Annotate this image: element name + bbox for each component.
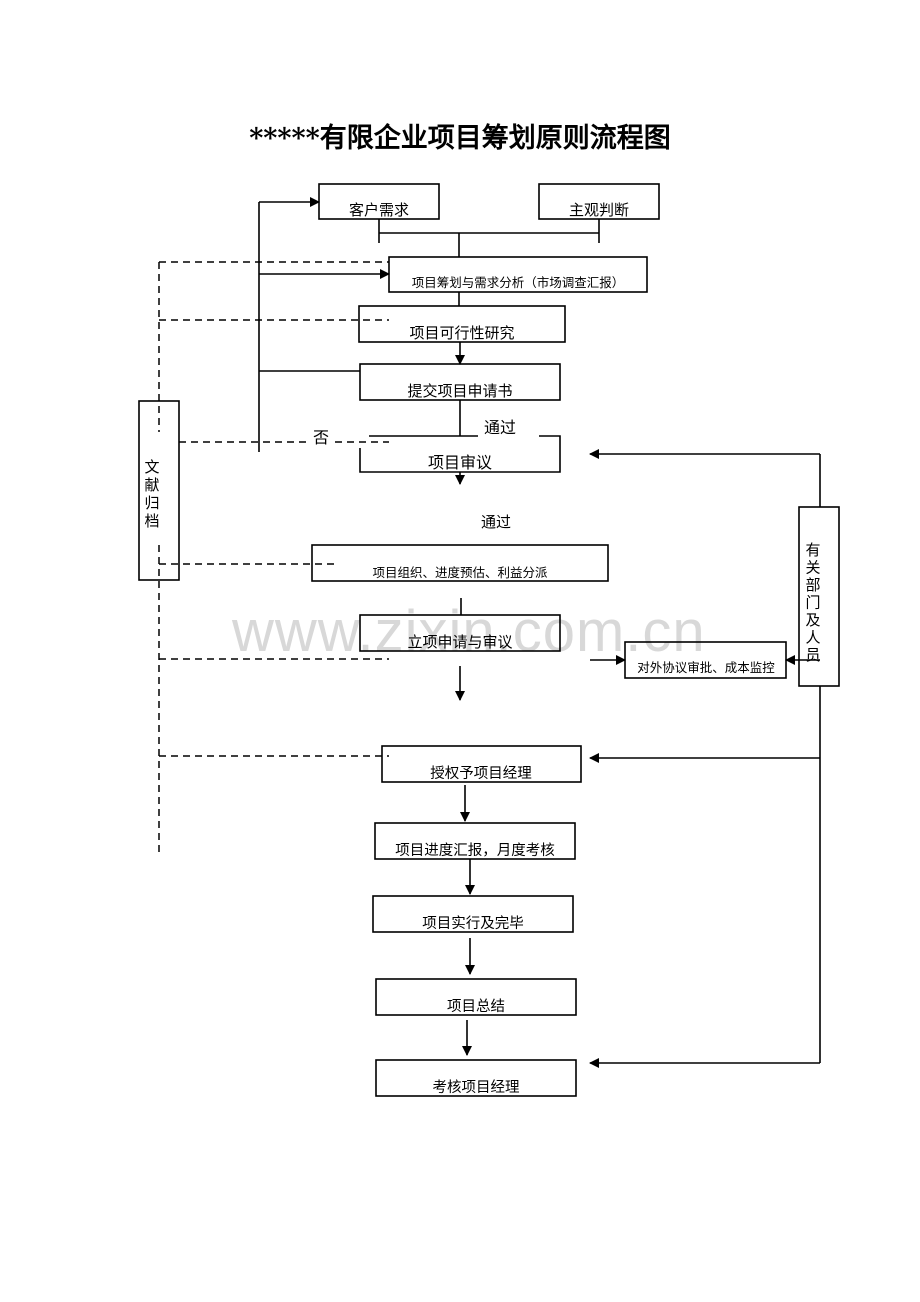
text-customer-demand: 客户需求 — [349, 201, 409, 219]
label-no: 否 — [313, 428, 329, 447]
node-summary — [375, 978, 577, 1016]
page-title: *****有限企业项目筹划原则流程图 — [249, 123, 671, 154]
node-organization — [311, 544, 609, 582]
text-summary: 项目总结 — [447, 998, 505, 1015]
vertical-char: 有 — [805, 541, 820, 559]
vertical-char: 部 — [805, 576, 820, 594]
text-feasibility: 项目可行性研究 — [409, 324, 514, 342]
vertical-char: 关 — [805, 559, 820, 577]
node-implementation — [372, 895, 574, 933]
text-authorize-pm: 授权予项目经理 — [430, 765, 532, 782]
vertical-char: 人 — [805, 629, 820, 647]
text-approval-review: 立项申请与审议 — [407, 633, 512, 651]
text-evaluate-pm: 考核项目经理 — [433, 1079, 520, 1096]
text-submit-application: 提交项目申请书 — [407, 382, 512, 400]
node-departments — [798, 506, 840, 687]
vertical-char: 门 — [805, 594, 820, 612]
label-pass-review: 通过 — [484, 418, 516, 437]
label-pass-organization: 通过 — [481, 513, 511, 531]
vertical-char: 及 — [805, 611, 820, 629]
text-departments: 有关部门及人员 — [805, 541, 820, 664]
node-progress-report — [374, 822, 576, 860]
vertical-char: 归 — [144, 494, 159, 512]
text-implementation: 项目实行及完毕 — [422, 915, 524, 932]
text-external-approval: 对外协议审批、成本监控 — [637, 660, 775, 675]
text-archive: 文献归档 — [144, 458, 159, 530]
text-progress-report: 项目进度汇报，月度考核 — [395, 842, 555, 859]
node-feasibility — [358, 305, 566, 343]
vertical-char: 员 — [805, 646, 820, 664]
node-approval-review — [359, 614, 561, 652]
vertical-char: 文 — [144, 458, 159, 476]
vertical-char: 档 — [144, 512, 159, 530]
text-organization: 项目组织、进度预估、利益分派 — [372, 565, 548, 580]
text-project-review: 项目审议 — [428, 453, 492, 472]
node-authorize-pm — [381, 745, 582, 783]
text-planning-analysis: 项目筹划与需求分析（市场调查汇报） — [412, 275, 625, 290]
text-subjective-judgment: 主观判断 — [569, 201, 629, 219]
node-evaluate-pm — [375, 1059, 577, 1097]
watermark: www.zixin.com.cn — [232, 599, 706, 664]
vertical-char: 献 — [144, 476, 159, 494]
